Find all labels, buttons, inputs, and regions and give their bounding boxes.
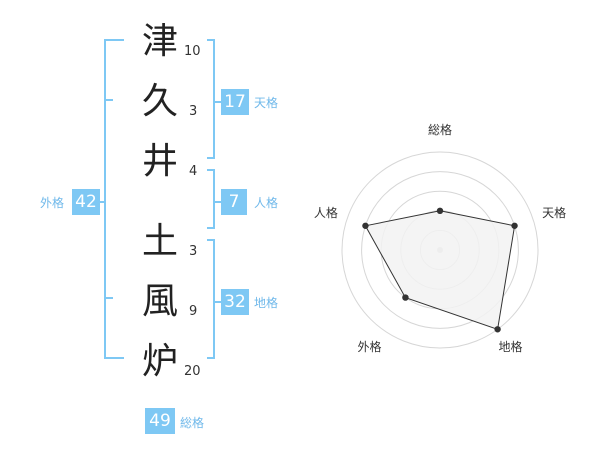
stroke-count-4: 3 xyxy=(189,244,198,259)
radar-axis-label-5: 人格 xyxy=(314,205,338,220)
name-char-5: 風 xyxy=(141,281,178,322)
tenkaku-label: 天格 xyxy=(254,96,279,110)
stroke-count-6: 20 xyxy=(184,364,201,379)
radar-point-4 xyxy=(402,294,409,301)
radar-point-1 xyxy=(436,207,444,214)
name-char-2: 久 xyxy=(141,81,178,122)
name-char-6: 炉 xyxy=(141,341,178,382)
soukaku-value: 49 xyxy=(145,408,175,434)
radar-axis-label-1: 総格 xyxy=(428,122,452,137)
radar-axis-label-4: 外格 xyxy=(357,339,381,354)
tenkaku-value: 17 xyxy=(221,89,249,115)
radar-ring-4 xyxy=(361,171,519,329)
gaikaku-bracket xyxy=(104,39,124,359)
jinkaku-value: 7 xyxy=(221,189,247,215)
chikaku-value: 32 xyxy=(221,289,249,315)
radar-point-2 xyxy=(511,222,518,229)
radar-point-3 xyxy=(494,326,501,333)
chikaku-bracket xyxy=(207,239,215,359)
radar-value-area xyxy=(364,210,516,330)
chikaku-label: 地格 xyxy=(254,296,279,310)
jinkaku-label: 人格 xyxy=(254,196,279,210)
radar-ring-5 xyxy=(341,151,539,349)
radar-axis-label-3: 地格 xyxy=(498,339,522,354)
tenkaku-bracket xyxy=(207,39,215,159)
soukaku-label: 総格 xyxy=(180,416,205,430)
stroke-count-5: 9 xyxy=(189,304,198,319)
name-char-4: 土 xyxy=(141,221,178,262)
stroke-count-3: 4 xyxy=(189,164,198,179)
radar-point-5 xyxy=(362,222,369,229)
jinkaku-bracket xyxy=(207,169,215,229)
name-char-1: 津 xyxy=(141,21,178,62)
gaikaku-value: 42 xyxy=(72,189,100,215)
stroke-count-1: 10 xyxy=(184,44,201,59)
radar-axis-label-2: 天格 xyxy=(542,205,566,220)
name-char-3: 井 xyxy=(141,141,178,182)
gaikaku-label: 外格 xyxy=(40,196,65,210)
stroke-count-2: 3 xyxy=(189,104,198,119)
